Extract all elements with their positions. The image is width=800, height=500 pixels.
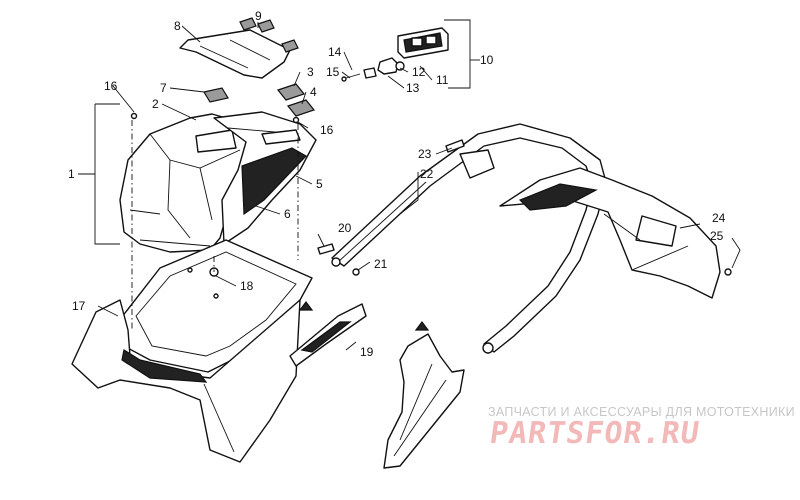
callout-3: 3: [307, 65, 314, 79]
callout-labels: 1 2 3 4 5 6 7 8 9 10 11 12 13 14 15 16 1…: [68, 9, 726, 359]
watermark-logo: PARTSFOR.RU: [487, 416, 703, 451]
leader-lines: [78, 19, 741, 351]
callout-9: 9: [255, 9, 262, 23]
grab-bar-part: [331, 123, 607, 354]
callout-14: 14: [328, 45, 342, 59]
callout-17: 17: [72, 299, 86, 313]
callout-12: 12: [412, 65, 426, 79]
callout-23: 23: [418, 147, 432, 161]
callout-25: 25: [710, 229, 724, 243]
callout-24: 24: [712, 211, 726, 225]
callout-6: 6: [284, 207, 291, 221]
callout-22: 22: [420, 167, 434, 181]
bulb-socket-part: [377, 57, 405, 75]
callout-2: 2: [152, 97, 159, 111]
callout-10: 10: [480, 53, 494, 67]
watermark-tagline: ЗАПЧАСТИ И АКСЕССУАРЫ ДЛЯ МОТОТЕХНИКИ: [488, 405, 795, 419]
clip-part: [239, 17, 299, 53]
callout-21: 21: [374, 257, 388, 271]
callout-1: 1: [68, 167, 75, 181]
callout-15: 15: [326, 65, 340, 79]
license-bracket-part: [179, 29, 291, 79]
callout-18: 18: [240, 279, 254, 293]
screw-part: [341, 73, 361, 82]
callout-19: 19: [360, 345, 374, 359]
callout-13: 13: [406, 81, 420, 95]
callout-20: 20: [338, 221, 352, 235]
lower-panel-part: [71, 299, 301, 463]
arrow-icon: [298, 301, 430, 331]
reflector-part: [203, 83, 316, 117]
callout-16-left: 16: [104, 79, 118, 93]
bracket-part: [289, 303, 465, 469]
side-panel-part: [499, 167, 721, 299]
bulb-part: [363, 67, 377, 79]
callout-11: 11: [436, 73, 449, 87]
taillight-part: [397, 27, 449, 59]
callout-7: 7: [160, 81, 167, 95]
seat-part: [119, 113, 251, 253]
callout-4: 4: [310, 85, 317, 99]
fastener-part: [130, 112, 732, 276]
centre-lines: [131, 120, 299, 330]
callout-8: 8: [174, 19, 181, 33]
callout-5: 5: [316, 177, 323, 191]
callout-16-right: 16: [320, 123, 334, 137]
storage-tub-part: [117, 239, 313, 373]
